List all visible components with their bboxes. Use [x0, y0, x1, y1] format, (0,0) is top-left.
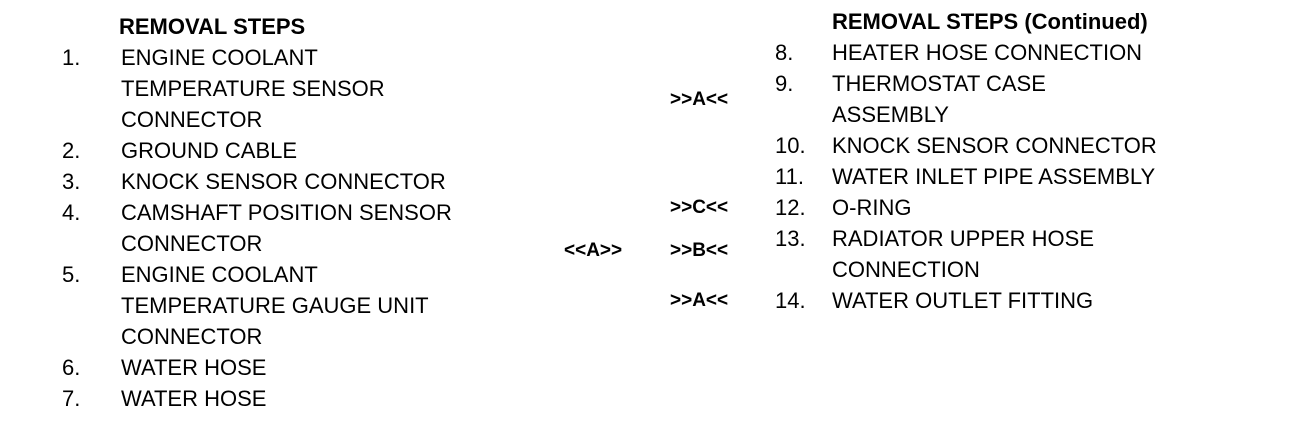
step-13: 13. RADIATOR UPPER HOSE CONNECTION [775, 223, 1157, 285]
step-number: 2. [62, 138, 81, 163]
step-12: 12. O-RING [775, 192, 1157, 223]
step-number: 5. [62, 262, 81, 287]
left-heading: REMOVAL STEPS [119, 14, 306, 39]
step-number: 3. [62, 169, 81, 194]
right-heading: REMOVAL STEPS (Continued) [832, 9, 1148, 34]
step-number: 9. [775, 71, 794, 96]
step-number: 7. [62, 386, 81, 411]
step-3: 3. KNOCK SENSOR CONNECTOR [62, 166, 452, 197]
step-10: 10. KNOCK SENSOR CONNECTOR [775, 130, 1157, 161]
step-text: ENGINE COOLANT TEMPERATURE GAUGE UNIT CO… [121, 262, 429, 349]
step-2: 2. GROUND CABLE [62, 135, 452, 166]
install-marker-step-13: >>B<< [670, 240, 729, 261]
step-6: 6. WATER HOSE [62, 352, 452, 383]
step-text: CAMSHAFT POSITION SENSOR CONNECTOR [121, 200, 452, 256]
step-4: 4. CAMSHAFT POSITION SENSOR CONNECTOR [62, 197, 452, 259]
step-text: RADIATOR UPPER HOSE CONNECTION [832, 226, 1095, 282]
step-text: WATER OUTLET FITTING [832, 288, 1094, 313]
step-number: 4. [62, 200, 81, 225]
step-number: 1. [62, 45, 81, 70]
step-text: ENGINE COOLANT TEMPERATURE SENSOR CONNEC… [121, 45, 385, 132]
step-number: 13. [775, 226, 806, 251]
step-text: WATER HOSE [121, 355, 267, 380]
step-text: KNOCK SENSOR CONNECTOR [121, 169, 446, 194]
step-text: WATER HOSE [121, 386, 267, 411]
step-number: 11. [775, 164, 804, 189]
install-marker-step-9: >>A<< [670, 89, 729, 110]
step-1: 1. ENGINE COOLANT TEMPERATURE SENSOR CON… [62, 42, 452, 135]
step-8: 8. HEATER HOSE CONNECTION [775, 37, 1157, 68]
step-5: 5. ENGINE COOLANT TEMPERATURE GAUGE UNIT… [62, 259, 452, 352]
step-number: 12. [775, 195, 806, 220]
step-text: O-RING [832, 195, 912, 220]
step-9: 9. THERMOSTAT CASE ASSEMBLY [775, 68, 1157, 130]
left-step-list: 1. ENGINE COOLANT TEMPERATURE SENSOR CON… [62, 42, 452, 414]
step-text: GROUND CABLE [121, 138, 298, 163]
install-marker-step-12: >>C<< [670, 197, 729, 218]
install-marker-step-14: >>A<< [670, 290, 729, 311]
step-text: WATER INLET PIPE ASSEMBLY [832, 164, 1156, 189]
step-number: 6. [62, 355, 81, 380]
step-text: THERMOSTAT CASE ASSEMBLY [832, 71, 1046, 127]
step-11: 11. WATER INLET PIPE ASSEMBLY [775, 161, 1157, 192]
step-text: KNOCK SENSOR CONNECTOR [832, 133, 1157, 158]
step-number: 10. [775, 133, 806, 158]
right-step-list: 8. HEATER HOSE CONNECTION 9. THERMOSTAT … [775, 37, 1157, 316]
step-14: 14. WATER OUTLET FITTING [775, 285, 1157, 316]
step-7: 7. WATER HOSE [62, 383, 452, 414]
step-number: 14. [775, 288, 806, 313]
step-text: HEATER HOSE CONNECTION [832, 40, 1143, 65]
removal-marker-step-4: <<A>> [564, 240, 623, 261]
step-number: 8. [775, 40, 794, 65]
